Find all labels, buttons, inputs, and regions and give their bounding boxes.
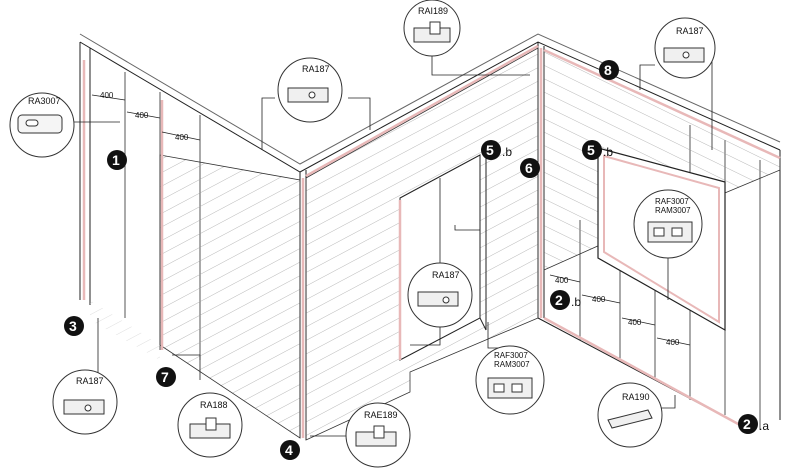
svg-text:2: 2 (743, 416, 751, 432)
svg-text:8: 8 (604, 62, 612, 78)
svg-text:4: 4 (285, 442, 293, 458)
dimensions (91, 94, 691, 346)
svg-text:3: 3 (69, 318, 77, 334)
callout-ra187-top: RA187 (277, 57, 343, 123)
callout-raf3007-ram3007: RAF3007 RAM3007 (633, 189, 703, 259)
label-ra3007: RA3007 (28, 96, 61, 106)
label-rai189: RAI189 (418, 6, 448, 16)
badge-4: 4 (280, 440, 300, 460)
badge-5b-right: 5 .b (582, 140, 613, 160)
callout-ra190: RA190 (597, 382, 663, 448)
badge-3: 3 (64, 316, 84, 336)
label-ra187-mid: RA187 (432, 270, 460, 280)
callout-ra188: RA188 (177, 392, 243, 458)
label-ra190: RA190 (622, 392, 650, 402)
svg-text:.b: .b (502, 145, 512, 159)
svg-text:6: 6 (525, 160, 533, 176)
trim-profiles (82, 44, 781, 438)
svg-text:5: 5 (486, 142, 494, 158)
badge-7: 7 (156, 367, 176, 387)
left-wall-siding (159, 154, 301, 439)
callout-ra3007: RA3007 (9, 92, 75, 158)
badge-1: 1 (107, 150, 127, 170)
badge-8: 8 (599, 60, 619, 80)
label-raf3007-low: RAF3007 (494, 351, 528, 360)
label-ra187-top: RA187 (302, 64, 330, 74)
callout-ra187-bottom: RA187 (52, 369, 118, 435)
label-ra187-right: RA187 (676, 26, 704, 36)
label-ra188: RA188 (200, 400, 228, 410)
svg-text:.a: .a (759, 419, 769, 433)
dim-right-1: 400 (555, 276, 569, 285)
callout-ra187-mid: RA187 (407, 262, 473, 328)
floor-area (90, 300, 160, 360)
svg-text:5: 5 (587, 142, 595, 158)
label-raf3007: RAF3007 (655, 197, 689, 206)
dim-right-2: 400 (592, 295, 606, 304)
dim-top-2: 400 (135, 111, 149, 120)
svg-text:1: 1 (112, 152, 120, 168)
label-ram3007-low: RAM3007 (494, 360, 530, 369)
dim-right-4: 400 (666, 338, 680, 347)
svg-text:2: 2 (555, 292, 563, 308)
dim-top-3: 400 (175, 133, 189, 142)
badge-2b: 2 .b (550, 290, 581, 310)
svg-text:7: 7 (161, 369, 169, 385)
badge-5b-left: 5 .b (481, 140, 512, 160)
svg-text:.b: .b (603, 145, 613, 159)
badge-2a: 2 .a (738, 414, 769, 434)
callout-ra187-right: RA187 (654, 17, 716, 79)
callout-raf3007-ram3007-low: RAF3007 RAM3007 (475, 345, 545, 415)
svg-text:.b: .b (571, 295, 581, 309)
dim-top-1: 400 (100, 91, 114, 100)
badge-6: 6 (520, 158, 540, 178)
label-ra187-bottom: RA187 (76, 376, 104, 386)
label-ram3007: RAM3007 (655, 206, 691, 215)
callout-rai189: RAI189 (403, 0, 461, 57)
label-rae189: RAE189 (364, 410, 398, 420)
callout-rae189: RAE189 (345, 402, 411, 468)
dim-right-3: 400 (628, 318, 642, 327)
